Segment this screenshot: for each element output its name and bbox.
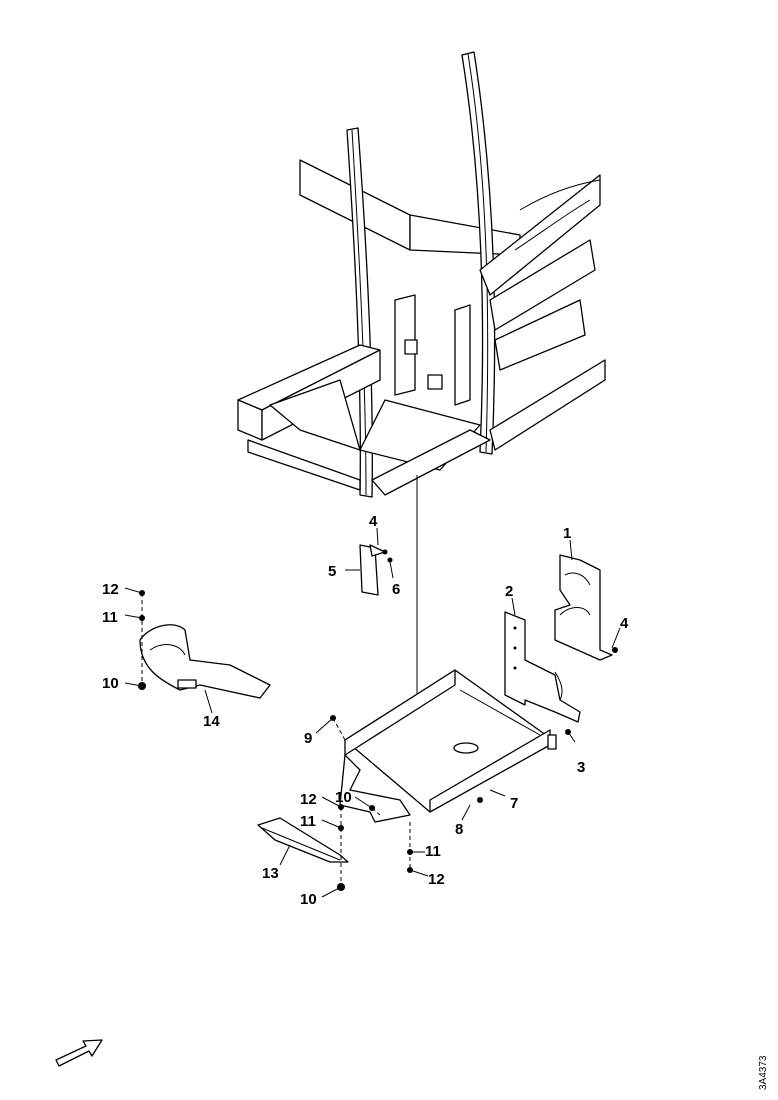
document-id: 3A4373 [758, 1055, 769, 1090]
callout-7: 7 [510, 795, 518, 812]
callout-labels: 1 2 3 4 4 5 6 7 8 9 10 10 10 10 11 11 11… [102, 513, 629, 908]
callout-12-left: 12 [102, 581, 119, 598]
callout-2: 2 [505, 583, 513, 600]
callout-10-left: 10 [102, 675, 119, 692]
bracket-1 [554, 554, 613, 661]
callout-3: 3 [577, 759, 585, 776]
callout-8: 8 [455, 821, 463, 838]
callout-11-mid: 11 [300, 813, 316, 830]
tray-7 [339, 669, 557, 823]
callout-6: 6 [392, 581, 400, 598]
callout-12-mid: 12 [300, 791, 317, 808]
callout-4-right: 4 [620, 615, 629, 632]
guard-13 [257, 817, 349, 863]
callout-10-mid: 10 [335, 789, 352, 806]
callout-5: 5 [328, 563, 336, 580]
guard-14 [139, 624, 271, 699]
chassis-frame-assembly [237, 51, 606, 498]
bracket-2 [504, 611, 581, 723]
callout-9: 9 [304, 730, 312, 747]
callout-10-lower: 10 [300, 891, 317, 908]
leader-lines [124, 527, 621, 898]
callout-14: 14 [203, 713, 220, 730]
callout-11-right: 11 [425, 843, 441, 860]
callout-11-left: 11 [102, 609, 118, 626]
callout-13: 13 [262, 865, 279, 882]
callout-1: 1 [563, 525, 571, 542]
callout-4-top: 4 [369, 513, 378, 530]
clip-5 [359, 544, 393, 596]
front-direction-arrow-icon [55, 1039, 103, 1067]
callout-12-right: 12 [428, 871, 445, 888]
